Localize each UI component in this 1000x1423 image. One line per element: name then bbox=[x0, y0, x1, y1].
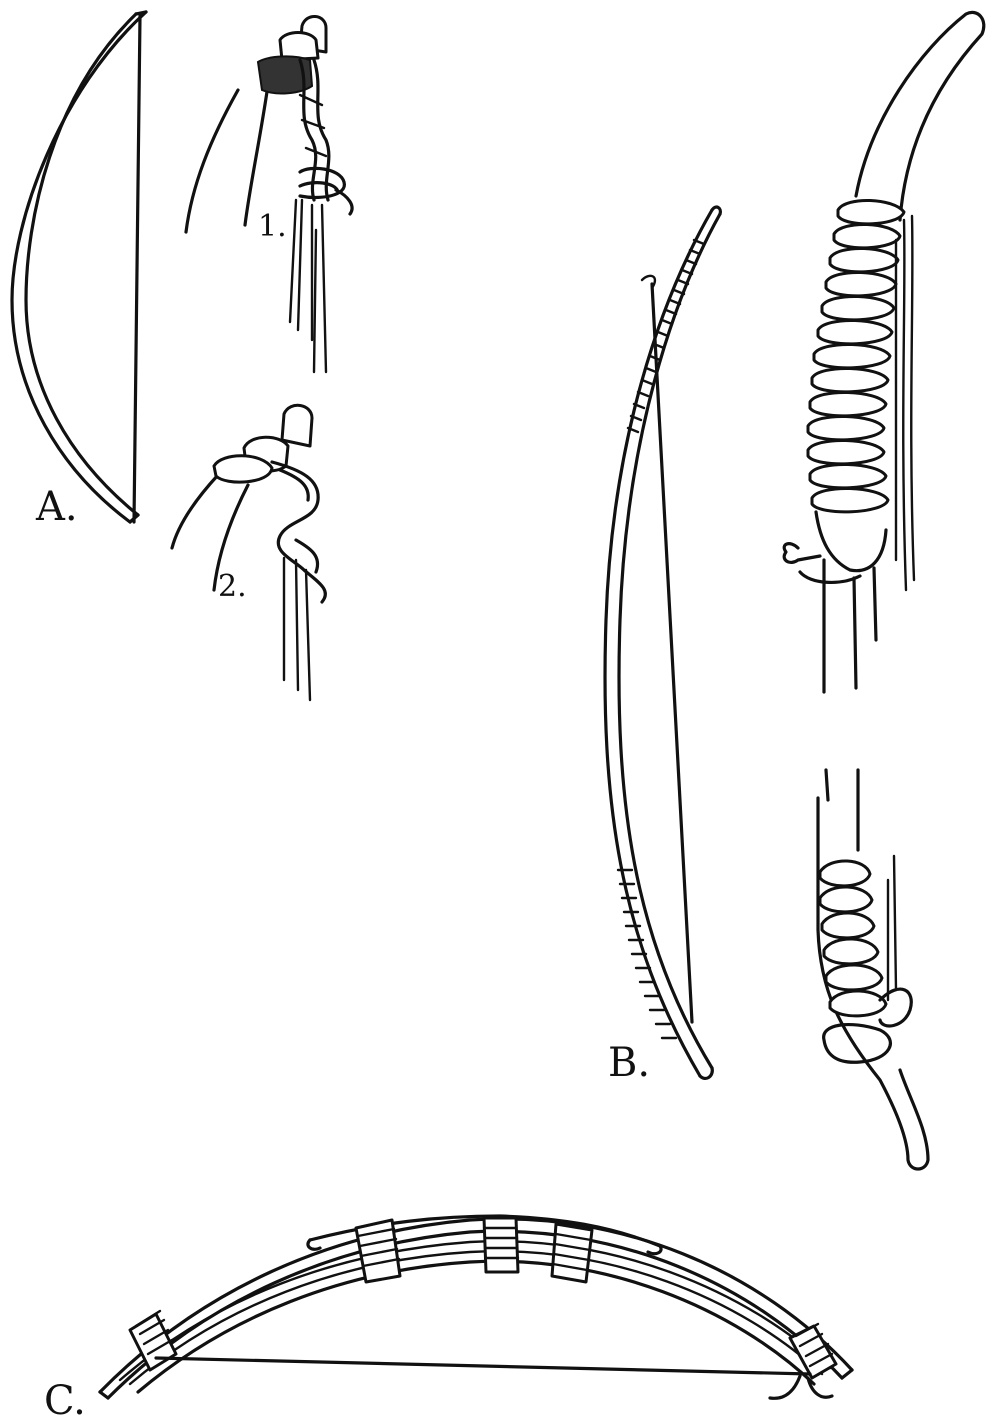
bow-b-upper-coils bbox=[808, 200, 904, 511]
bow-c-string bbox=[156, 1358, 810, 1374]
bow-a-string bbox=[134, 16, 140, 522]
fig-c-label: C. bbox=[44, 1378, 86, 1423]
bow-b bbox=[605, 207, 720, 1078]
bow-b-upper-nock-detail bbox=[784, 12, 984, 692]
fig-a-label: A. bbox=[35, 484, 78, 530]
bow-c bbox=[100, 1216, 852, 1398]
detail-1-label: 1. bbox=[258, 209, 287, 244]
bow-b-limb bbox=[605, 207, 720, 1078]
bow-a bbox=[12, 12, 146, 522]
bow-b-lower-nock-detail bbox=[818, 770, 928, 1169]
detail-2-label: 2. bbox=[218, 569, 247, 604]
detail-1-nock: 1. bbox=[186, 16, 352, 372]
fig-b-label: B. bbox=[608, 1040, 650, 1086]
detail-2-nock: 2. bbox=[172, 405, 325, 700]
bow-a-limb bbox=[12, 12, 146, 522]
bow-b-string bbox=[652, 284, 692, 1022]
